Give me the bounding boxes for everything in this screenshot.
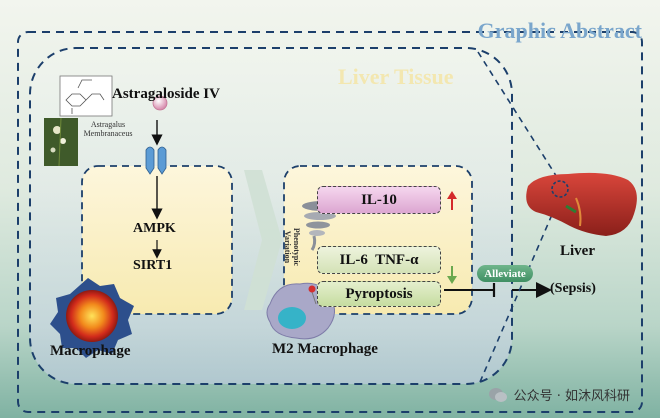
macrophage-icon bbox=[50, 278, 134, 358]
watermark-text: 公众号 · 如沐风科研 bbox=[513, 389, 630, 404]
il10-box: IL-10 bbox=[317, 186, 441, 214]
plant-label: Astragalus Membranaceus bbox=[83, 120, 133, 138]
pyroptosis-label: Pyroptosis bbox=[345, 285, 413, 302]
pathway-sirt1: SIRT1 bbox=[133, 258, 173, 273]
m2-macrophage-label: M2 Macrophage bbox=[272, 341, 378, 357]
pyroptosis-box: Pyroptosis bbox=[317, 281, 441, 307]
phenotypic-chevron bbox=[244, 170, 282, 310]
structure-box bbox=[59, 75, 113, 117]
il6-tnf-box: IL-6 TNF-α bbox=[317, 246, 441, 274]
compound-label: Astragaloside IV bbox=[112, 86, 220, 102]
graphic-abstract-title: Graphic Abstract bbox=[477, 18, 642, 43]
phenotypic-label: Phenotypic Variation bbox=[283, 227, 301, 267]
liver-label: Liver bbox=[560, 243, 595, 259]
il10-label: IL-10 bbox=[361, 191, 397, 208]
liver-icon bbox=[526, 172, 637, 236]
pink-sphere-icon bbox=[152, 95, 168, 111]
receptor-icon bbox=[145, 146, 167, 175]
liver-tissue-label: Liver Tissue bbox=[338, 64, 454, 89]
pathway-ampk: AMPK bbox=[133, 221, 176, 236]
sepsis-label: (Sepsis) bbox=[550, 281, 596, 296]
alleviate-badge: Alleviate bbox=[477, 265, 533, 282]
il6-tnf-label: IL-6 TNF-α bbox=[339, 251, 419, 268]
macrophage-label: Macrophage bbox=[50, 343, 131, 359]
watermark: 公众号 · 如沐风科研 bbox=[488, 385, 630, 404]
wechat-icon bbox=[488, 387, 507, 402]
outer-frame bbox=[17, 31, 643, 413]
